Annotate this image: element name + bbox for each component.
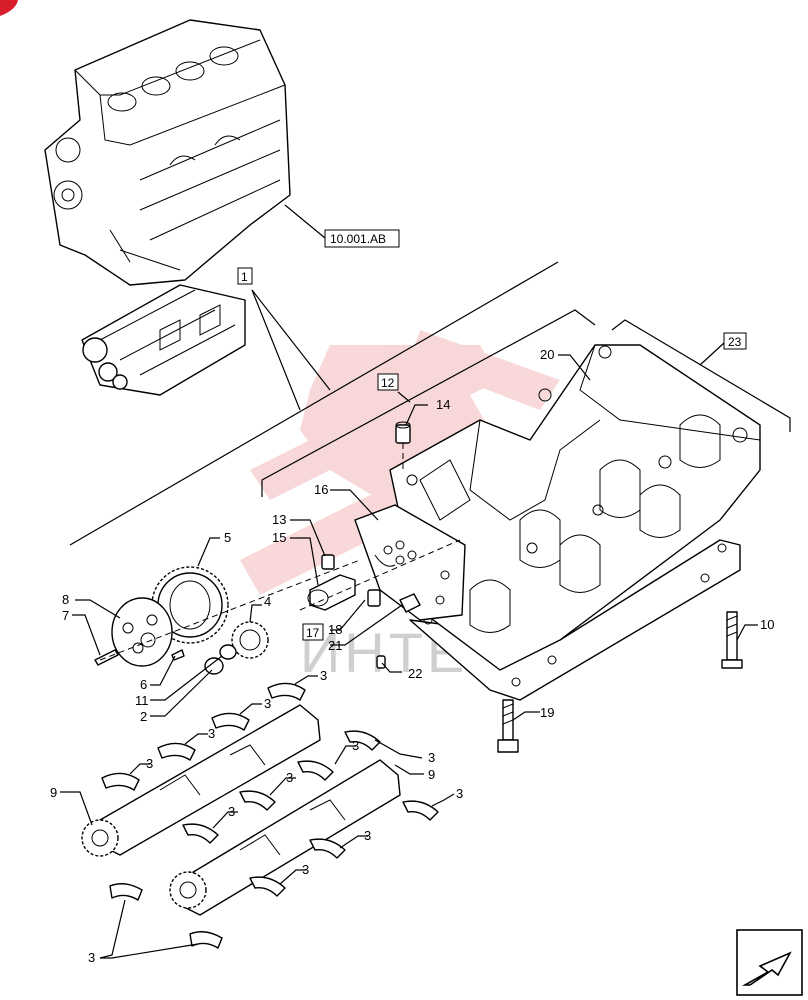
pin-22: [376, 655, 386, 669]
balancer-assembly-thumbnail: [81, 284, 246, 396]
ring-2: [204, 657, 224, 675]
pulley-hub-8: [111, 597, 173, 667]
callout-9-left: 9: [50, 785, 57, 800]
thrust-plate: [354, 504, 466, 621]
balancer-housing: [389, 344, 761, 701]
balance-shaft-lower: [169, 759, 401, 916]
callout-2: 2: [140, 709, 147, 724]
ref-label-12: 12: [381, 376, 395, 390]
gear-4: [231, 621, 269, 659]
callout-9-right: 9: [428, 767, 435, 782]
callout-11: 11: [135, 693, 149, 708]
bearing-shells: [101, 682, 439, 949]
ref-label-10001ab: 10.001.AB: [330, 232, 386, 246]
ref-box-12: [377, 373, 399, 391]
arrow-nav-icon[interactable]: [736, 929, 803, 996]
sleeve-18: [367, 589, 381, 607]
leader-1-a: [251, 289, 331, 391]
balance-shaft-upper: [81, 704, 321, 857]
callout-3: 3: [302, 862, 309, 877]
ref-box-10001ab: [324, 229, 400, 248]
ref-label-1: 1: [241, 270, 248, 284]
callout-7: 7: [62, 608, 69, 623]
callout-3: 3: [428, 750, 435, 765]
callout-leaders: [60, 354, 758, 959]
callout-3: 3: [352, 738, 359, 753]
callout-4: 4: [264, 594, 271, 609]
clip-21: [399, 593, 421, 613]
callout-14: 14: [436, 397, 450, 412]
callout-22: 22: [408, 666, 422, 681]
group-frame-line-left: [69, 261, 559, 546]
callout-10: 10: [760, 617, 774, 632]
callout-3: 3: [286, 770, 293, 785]
group-frame-line-12: [261, 309, 596, 497]
callout-3: 3: [364, 828, 371, 843]
callout-8: 8: [62, 592, 69, 607]
group-frame-line-23: [611, 319, 791, 432]
leader-23: [699, 342, 725, 366]
callout-3: 3: [456, 786, 463, 801]
bushing-15: [307, 574, 356, 611]
callout-3: 3: [264, 696, 271, 711]
callout-13: 13: [272, 512, 286, 527]
ref-box-23: [723, 332, 747, 350]
callout-16: 16: [314, 482, 328, 497]
callout-3: 3: [88, 950, 95, 965]
leader-1-b: [251, 289, 301, 411]
engine-block: [44, 19, 291, 286]
callout-3: 3: [146, 756, 153, 771]
ring-11: [219, 644, 237, 660]
callout-15: 15: [272, 530, 286, 545]
callout-3: 3: [208, 726, 215, 741]
bolt-19: [497, 699, 519, 753]
bolt-10: [721, 611, 743, 669]
callout-20: 20: [540, 347, 554, 362]
leader-10001ab: [284, 204, 326, 239]
callout-18: 18: [328, 622, 342, 637]
leader-12: [397, 391, 411, 403]
ref-label-23: 23: [728, 335, 742, 349]
corner-badge-icon: [0, 0, 18, 16]
plug-13: [321, 554, 335, 570]
ref-box-17: [302, 623, 324, 641]
callout-5: 5: [224, 530, 231, 545]
ref-label-17: 17: [306, 626, 320, 640]
callout-6: 6: [140, 677, 147, 692]
dowel-pin-14: [395, 421, 411, 444]
callout-21: 21: [328, 638, 342, 653]
callout-3: 3: [228, 804, 235, 819]
axis-pins: [299, 539, 461, 611]
screw-7: [94, 649, 119, 666]
callout-19: 19: [540, 705, 554, 720]
callout-3: 3: [320, 668, 327, 683]
ref-box-1: [237, 267, 253, 285]
